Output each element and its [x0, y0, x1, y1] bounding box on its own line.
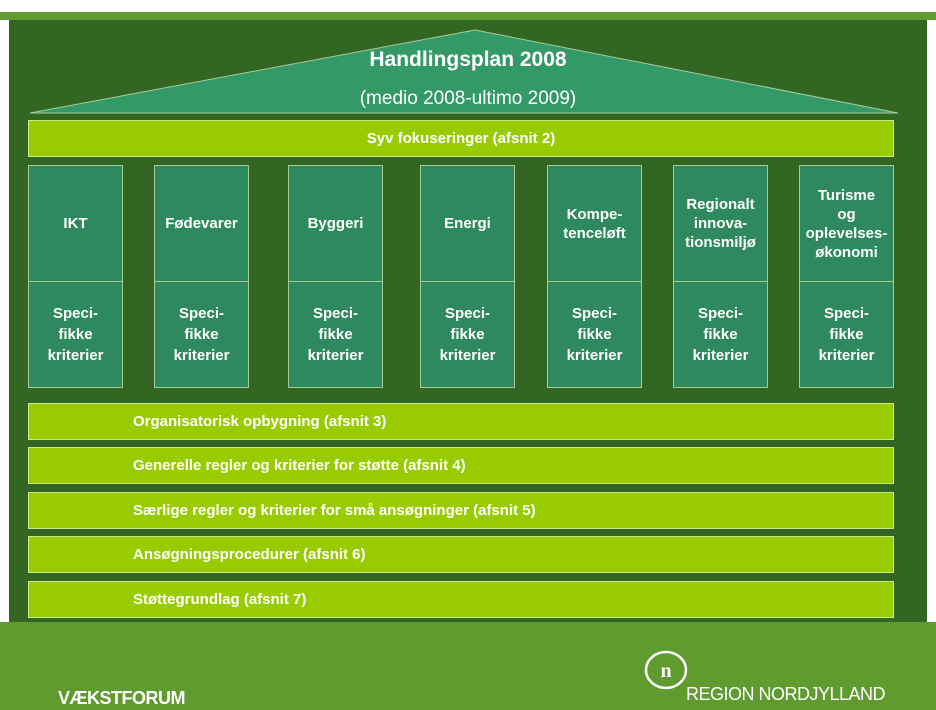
focus-column-name: Kompe- tenceløft	[548, 166, 641, 282]
region-logo-icon: n	[644, 650, 688, 690]
focus-column: Regionalt innova- tionsmiljø Speci- fikk…	[673, 165, 768, 388]
section-bar: Generelle regler og kriterier for støtte…	[28, 447, 894, 484]
section-bar: Ansøgningsprocedurer (afsnit 6)	[28, 536, 894, 573]
section-bar: Særlige regler og kriterier for små ansø…	[28, 492, 894, 529]
roof-shape	[29, 29, 899, 114]
focus-column: Byggeri Speci- fikke kriterier	[288, 165, 383, 388]
focus-column-name: Regionalt innova- tionsmiljø	[674, 166, 767, 282]
focus-column: Fødevarer Speci- fikke kriterier	[154, 165, 249, 388]
focus-column-criteria: Speci- fikke kriterier	[173, 304, 230, 364]
focus-column-name: Energi	[421, 166, 514, 282]
focus-column-criteria: Speci- fikke kriterier	[692, 304, 749, 364]
section-bar: Støttegrundlag (afsnit 7)	[28, 581, 894, 618]
footer-band	[0, 622, 936, 710]
focus-column: Turisme og oplevelses- økonomi Speci- fi…	[799, 165, 894, 388]
focus-column: Energi Speci- fikke kriterier	[420, 165, 515, 388]
diagram-subtitle: (medio 2008-ultimo 2009)	[359, 88, 577, 109]
focus-column-criteria: Speci- fikke kriterier	[566, 304, 623, 364]
focus-column-criteria: Speci- fikke kriterier	[47, 304, 104, 364]
focus-column-name: Turisme og oplevelses- økonomi	[800, 166, 893, 282]
focus-column: IKT Speci- fikke kriterier	[28, 165, 123, 388]
focus-column-criteria: Speci- fikke kriterier	[307, 304, 364, 364]
focus-column-name: Byggeri	[289, 166, 382, 282]
top-margin	[0, 0, 936, 12]
focus-column-name: Fødevarer	[155, 166, 248, 282]
region-nordjylland-logo: REGION NORDJYLLAND	[686, 684, 886, 704]
focus-bar: Syv fokuseringer (afsnit 2)	[28, 120, 894, 157]
focus-column-criteria: Speci- fikke kriterier	[818, 304, 875, 364]
top-stripe	[0, 12, 936, 20]
vaekstforum-logo: VÆKSTFORUM	[58, 688, 186, 708]
diagram-title: Handlingsplan 2008	[369, 48, 567, 71]
focus-column: Kompe- tenceløft Speci- fikke kriterier	[547, 165, 642, 388]
focus-column-name: IKT	[29, 166, 122, 282]
svg-text:n: n	[660, 660, 671, 682]
focus-column-criteria: Speci- fikke kriterier	[439, 304, 496, 364]
section-bar: Organisatorisk opbygning (afsnit 3)	[28, 403, 894, 440]
